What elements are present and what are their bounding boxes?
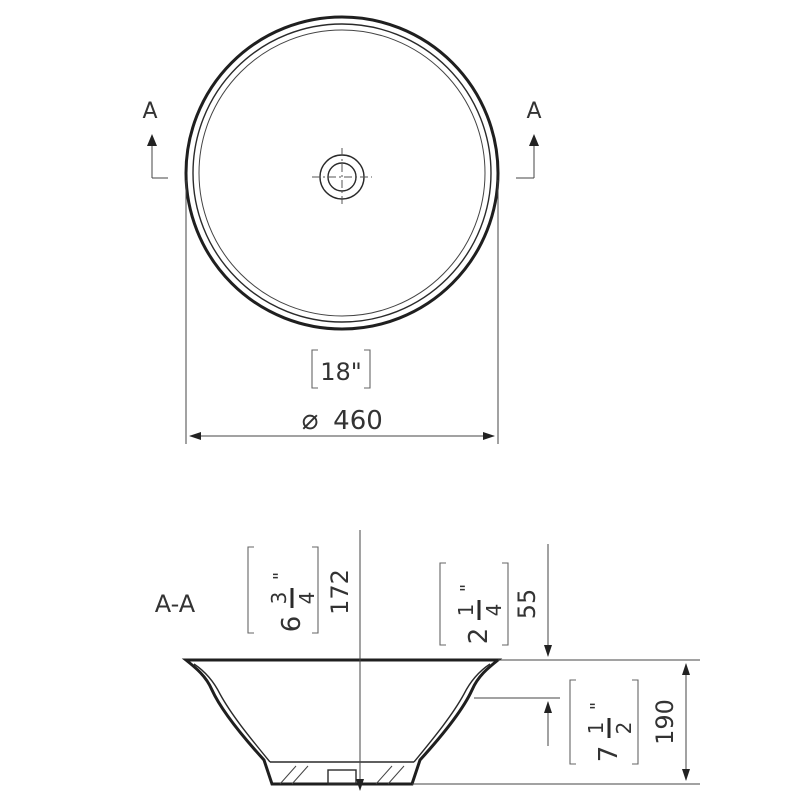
overall-height-den: 4 [295, 592, 319, 605]
section-view-label: A-A [155, 590, 196, 618]
diameter-symbol: ⌀ [302, 403, 319, 436]
rim-depth-den: 4 [482, 604, 506, 617]
base-hatch [279, 765, 405, 785]
basin-section-profile [181, 658, 503, 786]
diameter-dimension: 18" ⌀ 460 [185, 180, 499, 444]
section-marker-right-label: A [526, 99, 541, 124]
rim-depth-num: 1 [454, 604, 478, 617]
overall-height-num: 3 [267, 592, 291, 605]
section-view: A-A 6 3 4 " 172 [155, 530, 700, 791]
basin-outer-rim [184, 15, 500, 331]
overall-height-inch: " [270, 572, 291, 580]
right-height-dimension: 7 1 2 " 190 [412, 659, 700, 785]
section-marker-right: A [516, 99, 542, 179]
right-height-num: 1 [584, 722, 608, 735]
right-height-inch: " [587, 702, 608, 710]
basin-bowl-edge [198, 29, 486, 317]
right-height-whole: 7 [594, 746, 624, 763]
rim-depth-mm: 55 [513, 589, 541, 620]
overall-height-dimension: 6 3 4 " 172 [247, 530, 364, 791]
plan-view: A A 18" ⌀ 460 [142, 15, 542, 444]
right-height-den: 2 [612, 722, 636, 735]
right-height-mm: 190 [651, 699, 679, 745]
diameter-mm-label: 460 [333, 406, 383, 436]
section-marker-left-label: A [142, 99, 157, 124]
diameter-inch-label: 18" [320, 358, 362, 386]
rim-depth-dimension: 2 1 4 " 55 [439, 544, 560, 746]
rim-depth-whole: 2 [464, 628, 494, 645]
rim-depth-inch: " [457, 584, 478, 592]
basin-rim-inner [192, 23, 492, 323]
overall-height-whole: 6 [277, 616, 307, 633]
overall-height-mm: 172 [326, 569, 354, 615]
section-marker-left: A [142, 99, 168, 179]
